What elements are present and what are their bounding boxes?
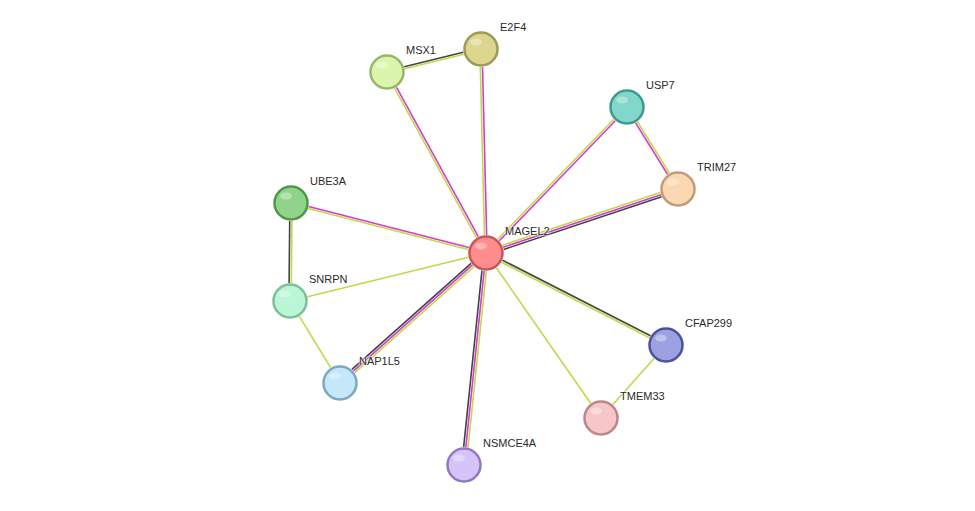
evidence-line xyxy=(636,123,668,174)
node-disc xyxy=(274,285,307,318)
node-highlight xyxy=(655,335,667,342)
evidence-line xyxy=(637,122,669,173)
node-circle xyxy=(369,54,405,90)
protein-node: USP7 xyxy=(609,89,645,125)
evidence-line xyxy=(504,197,662,250)
node-disc xyxy=(585,402,618,435)
evidence-line xyxy=(309,206,469,247)
node-circle xyxy=(583,400,619,436)
node-disc xyxy=(470,237,503,270)
protein-node: TRIM27 xyxy=(660,171,696,207)
protein-label: USP7 xyxy=(645,79,676,92)
protein-label: TMEM33 xyxy=(619,390,666,403)
evidence-line xyxy=(499,121,615,241)
node-disc xyxy=(324,367,357,400)
protein-label: MAGEL2 xyxy=(504,225,551,238)
node-highlight xyxy=(667,179,679,186)
node-disc xyxy=(611,91,644,124)
protein-label: NSMCE4A xyxy=(482,437,537,450)
interaction-edge xyxy=(480,67,486,235)
node-highlight xyxy=(475,243,487,250)
interaction-edge xyxy=(502,260,651,338)
protein-label: CFAP299 xyxy=(684,317,733,330)
evidence-line xyxy=(405,54,464,68)
interaction-edge xyxy=(395,87,479,237)
interaction-edge xyxy=(496,268,590,403)
interaction-edge xyxy=(498,119,616,241)
evidence-line xyxy=(308,209,468,250)
protein-node: CFAP299 xyxy=(648,327,684,363)
protein-node: TMEM33 xyxy=(583,400,619,436)
evidence-line xyxy=(503,260,651,336)
evidence-line xyxy=(395,88,477,237)
node-circle xyxy=(273,185,309,221)
protein-node: MAGEL2 xyxy=(468,235,504,271)
protein-label: NAP1L5 xyxy=(358,355,401,368)
evidence-line xyxy=(502,193,660,246)
protein-label: TRIM27 xyxy=(696,161,737,174)
evidence-line xyxy=(353,265,472,371)
node-disc xyxy=(650,329,683,362)
node-circle xyxy=(648,327,684,363)
evidence-line xyxy=(290,221,292,283)
protein-node: NAP1L5 xyxy=(322,365,358,401)
interaction-edge xyxy=(352,263,474,372)
protein-label: MSX1 xyxy=(405,44,437,57)
node-disc xyxy=(448,449,481,482)
node-disc xyxy=(371,56,404,89)
evidence-line xyxy=(288,221,290,283)
evidence-line xyxy=(502,262,650,338)
protein-node: SNRPN xyxy=(272,283,308,319)
interaction-edge xyxy=(464,271,487,448)
node-circle xyxy=(468,235,504,271)
evidence-line xyxy=(480,67,484,235)
node-highlight xyxy=(453,455,465,462)
evidence-line xyxy=(355,267,474,373)
evidence-line xyxy=(503,195,661,248)
node-highlight xyxy=(470,39,482,46)
protein-node: MSX1 xyxy=(369,54,405,90)
interaction-edge xyxy=(308,206,469,249)
node-highlight xyxy=(279,291,291,298)
protein-node: UBE3A xyxy=(273,185,309,221)
interaction-edge xyxy=(636,122,670,175)
node-highlight xyxy=(590,408,602,415)
node-highlight xyxy=(280,193,292,200)
protein-label: E2F4 xyxy=(499,21,527,34)
node-circle xyxy=(446,447,482,483)
node-circle xyxy=(272,283,308,319)
evidence-line xyxy=(299,316,330,367)
evidence-line xyxy=(496,268,590,403)
evidence-line xyxy=(468,271,486,447)
interaction-edge xyxy=(299,316,330,367)
evidence-line xyxy=(466,271,484,447)
node-circle xyxy=(609,89,645,125)
node-highlight xyxy=(616,97,628,104)
evidence-line xyxy=(498,119,614,239)
protein-label: UBE3A xyxy=(309,175,347,188)
node-highlight xyxy=(376,62,388,69)
evidence-line xyxy=(352,263,471,369)
node-circle xyxy=(322,365,358,401)
interaction-edge xyxy=(502,193,661,250)
node-highlight xyxy=(329,373,341,380)
protein-node: NSMCE4A xyxy=(446,447,482,483)
node-disc xyxy=(275,187,308,220)
protein-node: E2F4 xyxy=(463,31,499,67)
evidence-line xyxy=(397,87,479,236)
node-disc xyxy=(465,33,498,66)
interaction-edge xyxy=(289,221,292,283)
node-circle xyxy=(660,171,696,207)
node-disc xyxy=(662,173,695,206)
evidence-line xyxy=(464,271,482,447)
protein-label: SNRPN xyxy=(308,273,349,286)
node-circle xyxy=(463,31,499,67)
